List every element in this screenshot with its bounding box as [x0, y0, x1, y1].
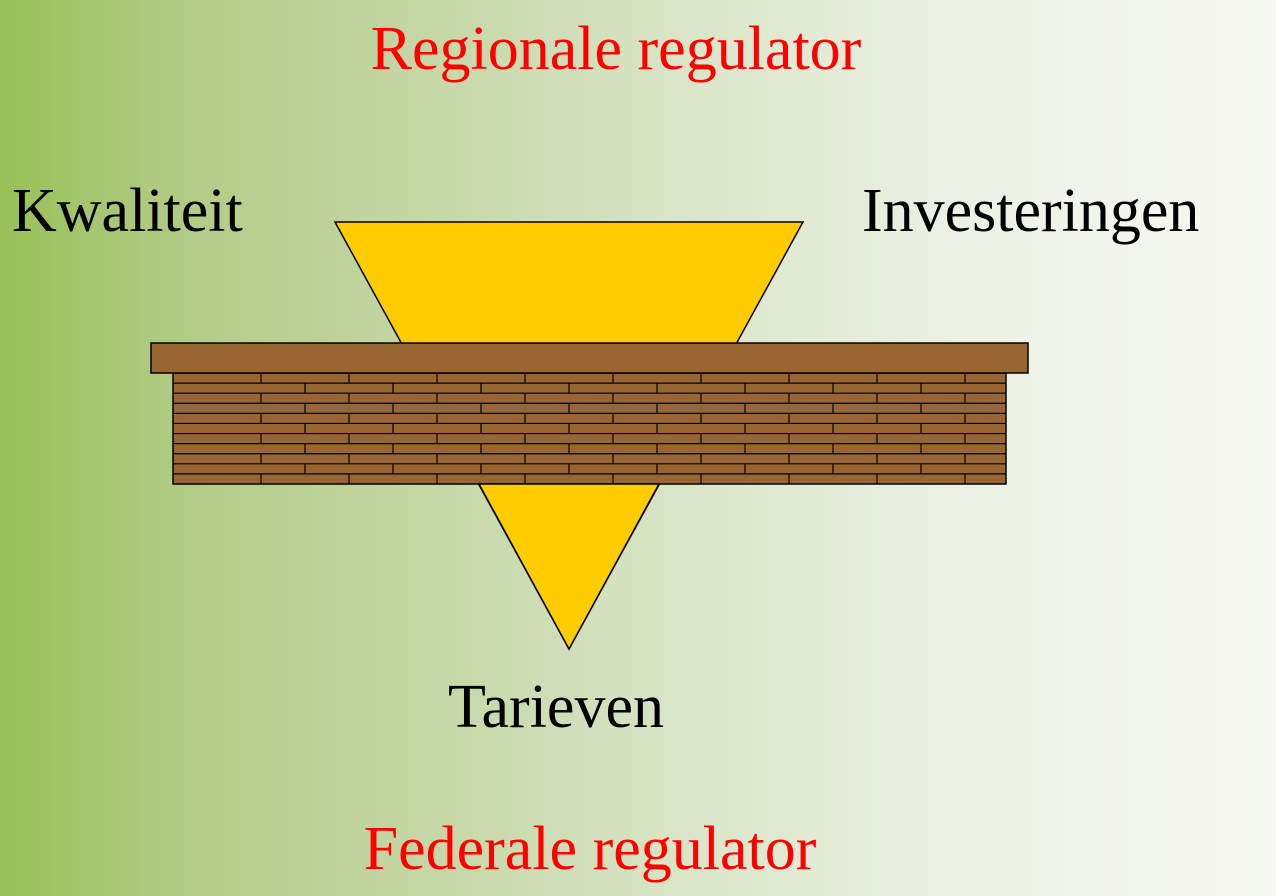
brick-wall: [172, 372, 1007, 485]
brick-wall-body: [172, 372, 1007, 485]
title-regional-regulator: Regionale regulator: [370, 15, 862, 83]
label-tariffs: Tarieven: [448, 673, 664, 741]
label-investments: Investeringen: [862, 177, 1200, 245]
lower-triangle: [477, 483, 661, 651]
title-federal-regulator: Federale regulator: [363, 815, 817, 883]
label-quality: Kwaliteit: [12, 177, 243, 245]
plank: [150, 342, 1029, 374]
